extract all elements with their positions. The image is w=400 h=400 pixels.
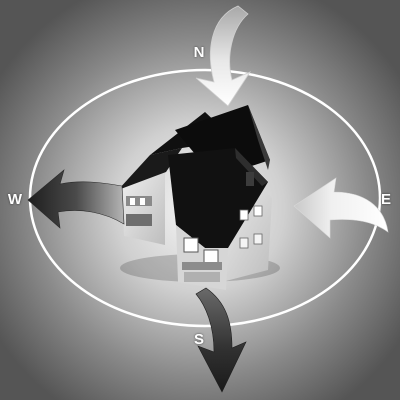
north-label: N xyxy=(193,44,205,61)
house-icon xyxy=(118,105,280,290)
west-label: W xyxy=(7,191,23,208)
east-arrow-icon xyxy=(293,177,389,239)
south-label: S xyxy=(193,331,204,348)
east-label: E xyxy=(380,191,391,208)
south-arrow-icon xyxy=(195,287,247,393)
west-arrow-icon xyxy=(27,169,125,229)
north-arrow-icon xyxy=(195,5,252,107)
